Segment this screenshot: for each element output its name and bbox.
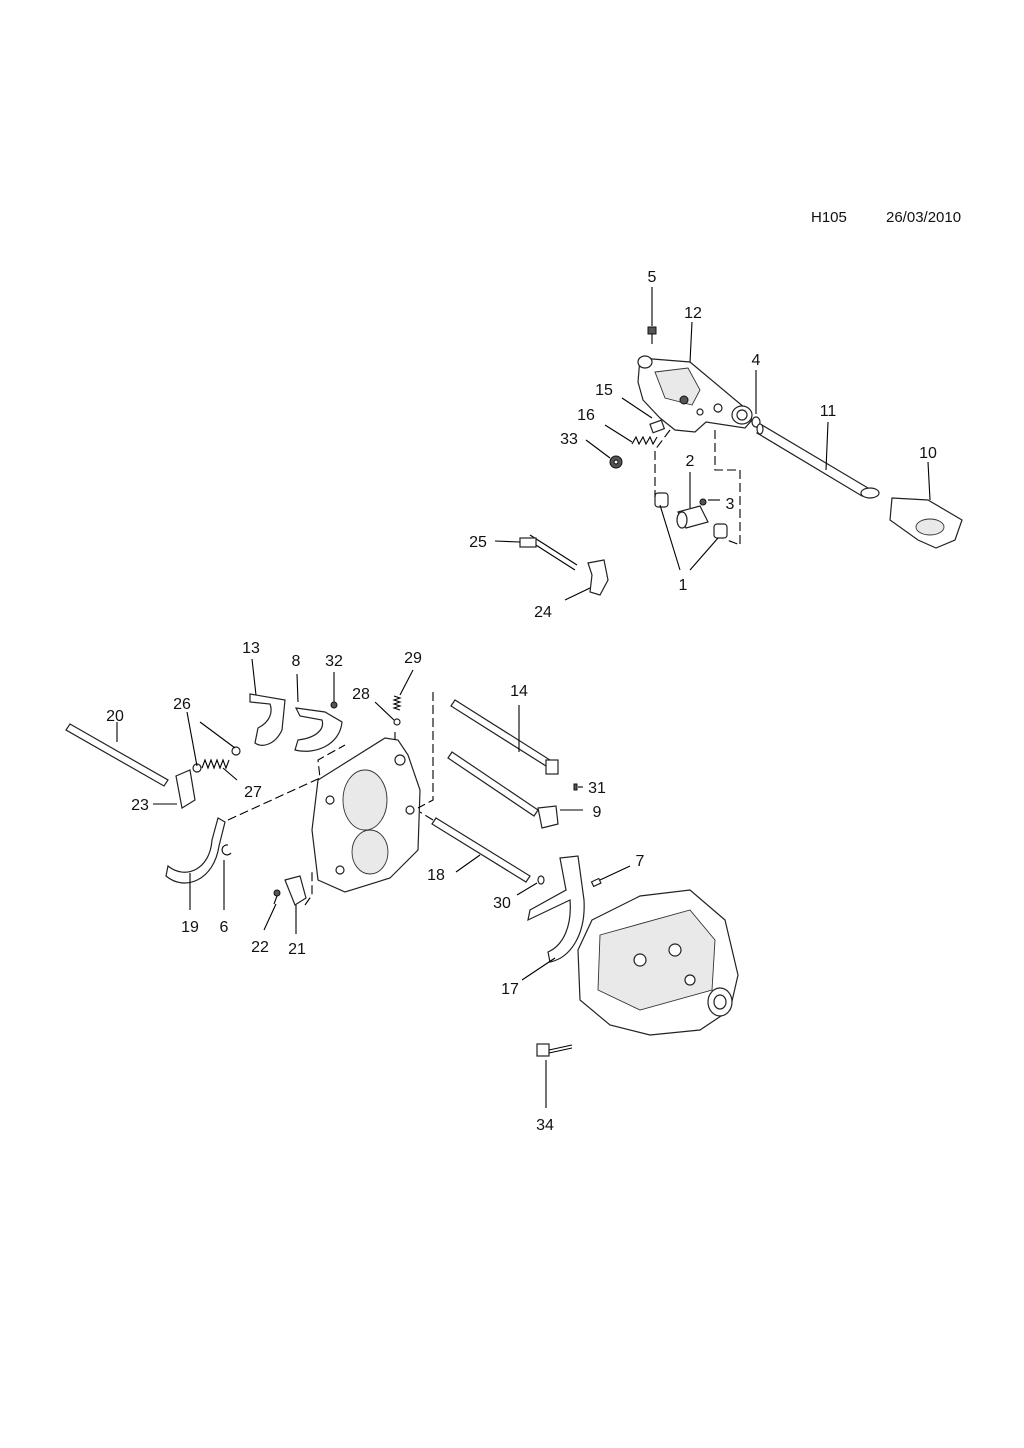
part-ball-28	[393, 718, 401, 726]
callout-33: 33	[560, 431, 578, 448]
part-fork-17	[527, 855, 585, 963]
part-cover-plate	[311, 737, 421, 893]
callout-16: 16	[577, 407, 595, 424]
diagram-date: 26/03/2010	[886, 209, 962, 226]
callout-28: 28	[352, 686, 370, 703]
part-screw-22	[273, 889, 281, 905]
part-lever-10	[860, 487, 963, 549]
part-rod-20	[65, 723, 169, 787]
part-fork-8	[294, 707, 343, 752]
callout-7: 7	[636, 853, 645, 870]
callout-12: 12	[684, 305, 702, 322]
part-sleeve-2	[676, 505, 709, 529]
part-bracket-21	[284, 875, 307, 906]
callout-25: 25	[469, 534, 487, 551]
callout-19: 19	[181, 919, 199, 936]
part-ring-30	[537, 875, 545, 885]
callout-17: 17	[501, 981, 519, 998]
callout-3: 3	[726, 496, 735, 513]
part-clip-6	[221, 844, 232, 856]
callout-23: 23	[131, 797, 149, 814]
callout-10: 10	[919, 445, 937, 462]
part-pin-31	[573, 783, 578, 791]
callout-27: 27	[244, 784, 262, 801]
part-shift-housing	[637, 355, 753, 433]
callout-15: 15	[595, 382, 613, 399]
part-spring-29	[392, 695, 402, 711]
part-rod-14	[450, 699, 559, 775]
part-nut-33	[609, 455, 623, 469]
part-bolt-34	[536, 1043, 573, 1057]
part-plunger-15	[649, 419, 666, 434]
callout-26: 26	[173, 696, 191, 713]
part-bush-1	[654, 492, 728, 539]
part-bolt-5	[647, 326, 657, 344]
callout-18: 18	[427, 867, 445, 884]
callout-14: 14	[510, 683, 528, 700]
part-gearbox-casing	[577, 889, 739, 1036]
callout-22: 22	[251, 939, 269, 956]
callout-31: 31	[588, 780, 606, 797]
callout-29: 29	[404, 650, 422, 667]
diagram-code: H105	[811, 209, 847, 226]
callout-8: 8	[292, 653, 301, 670]
callout-9: 9	[593, 804, 602, 821]
part-pin-3	[699, 498, 707, 506]
callout-34: 34	[536, 1117, 554, 1134]
part-pin-7	[590, 877, 602, 888]
callout-1: 1	[679, 577, 688, 594]
callout-13: 13	[242, 640, 260, 657]
part-screw-32	[330, 701, 338, 709]
part-rod-18	[431, 817, 531, 883]
part-spring-27	[201, 758, 230, 770]
part-fork-13	[249, 693, 286, 746]
part-fork-19	[165, 817, 226, 884]
callout-32: 32	[325, 653, 343, 670]
callout-21: 21	[288, 941, 306, 958]
callout-4: 4	[752, 352, 761, 369]
callout-24: 24	[534, 604, 552, 621]
callout-30: 30	[493, 895, 511, 912]
part-block-23	[175, 769, 196, 809]
callout-5: 5	[648, 269, 657, 286]
part-finger-25	[519, 534, 578, 571]
callout-11: 11	[820, 403, 837, 420]
part-selector-shaft-11	[756, 423, 869, 497]
callout-2: 2	[686, 453, 695, 470]
part-elbow-24	[587, 559, 609, 596]
part-rod-9	[447, 751, 559, 829]
part-spring-16	[631, 435, 658, 446]
callout-20: 20	[106, 708, 124, 725]
callout-6: 6	[220, 919, 229, 936]
